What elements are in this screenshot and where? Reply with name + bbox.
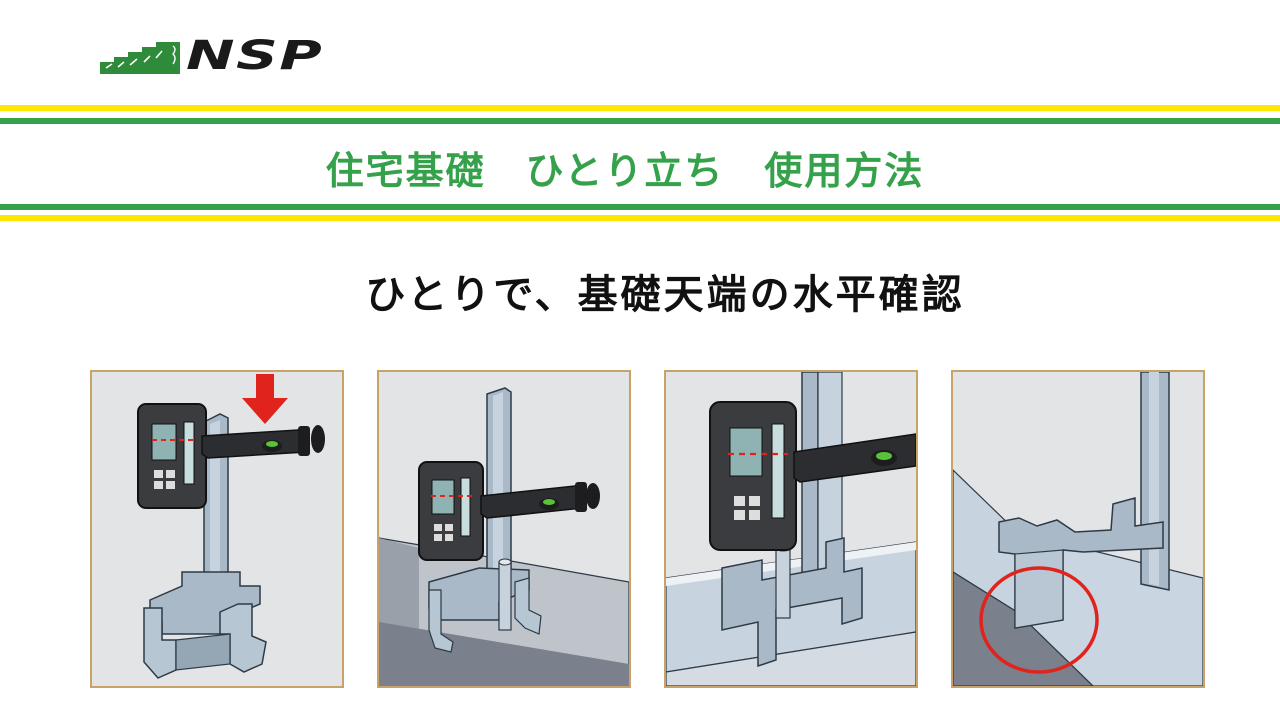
highlight-circle-icon xyxy=(979,566,1099,674)
section-heading: ひとりで、基礎天端の水平確認 xyxy=(365,272,965,318)
step-illustration-4 xyxy=(951,370,1205,688)
step-illustration-2 xyxy=(377,370,631,688)
top-green-band xyxy=(0,118,1280,124)
clamp-arm-icon xyxy=(480,482,600,519)
clamp-arm-icon xyxy=(793,433,916,483)
bracket-icon xyxy=(721,372,863,668)
foundation-icon xyxy=(953,469,1203,686)
bottom-yellow-band xyxy=(0,215,1280,221)
laser-receiver-icon xyxy=(137,403,207,509)
logo-text: NSP xyxy=(186,33,324,79)
step-illustration-3 xyxy=(664,370,918,688)
foundation-icon xyxy=(666,541,916,686)
bracket-icon xyxy=(143,413,267,679)
anchor-bolt-icon xyxy=(498,558,512,631)
top-yellow-band xyxy=(0,105,1280,111)
nsp-logo: NSP xyxy=(100,34,360,78)
down-arrow-icon xyxy=(242,374,288,424)
clamp-arm-icon xyxy=(201,425,325,459)
logo-mark-icon xyxy=(100,42,180,74)
anchor-bolt-icon xyxy=(775,544,791,619)
laser-receiver-icon xyxy=(709,401,797,551)
laser-receiver-icon xyxy=(418,461,484,561)
step-illustration-1 xyxy=(90,370,344,688)
bottom-green-band xyxy=(0,204,1280,210)
page-title: 住宅基礎 ひとり立ち 使用方法 xyxy=(325,149,925,193)
